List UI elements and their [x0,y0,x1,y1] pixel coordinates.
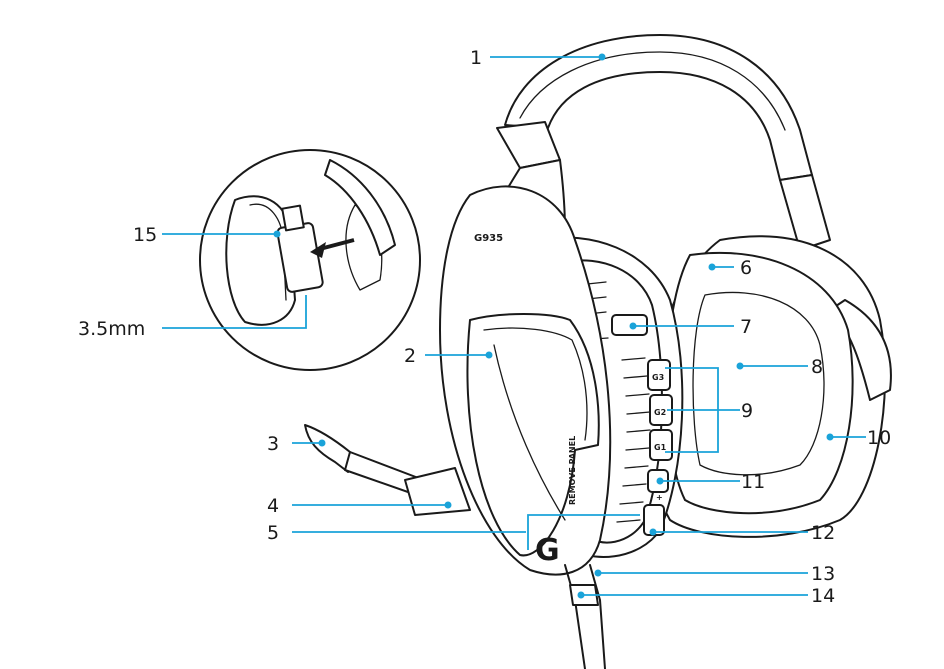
outer-shell: G935 REMOVE PANEL G [439,185,612,576]
callout-9: 9 [741,400,753,422]
right-earcup [650,235,892,538]
inset-circle [199,149,421,371]
callout-labels: 1 2 3 4 5 6 7 8 9 10 11 12 13 14 15 3.5m… [78,47,891,607]
volume-plus-label: + [656,493,663,502]
callout-10: 10 [867,427,891,449]
callout-14: 14 [811,585,835,607]
g1-label: G1 [654,443,667,452]
callout-13: 13 [811,563,835,585]
g3-button[interactable] [647,359,671,391]
callout-8: 8 [811,356,823,378]
remove-panel-text: REMOVE PANEL [568,436,577,505]
callout-4: 4 [267,495,279,517]
callout-3: 3 [267,433,279,455]
callout-5: 5 [267,522,279,544]
cable [564,564,606,669]
callout-12: 12 [811,522,835,544]
callout-15: 15 [133,224,157,246]
callout-3-5mm: 3.5mm [78,318,145,340]
speaker-panel[interactable] [466,313,600,557]
callout-1: 1 [470,47,482,69]
microphone [304,424,471,516]
callout-2: 2 [404,345,416,367]
callout-7: 7 [740,316,752,338]
callout-11: 11 [741,471,765,493]
model-badge: G935 [474,233,503,244]
mic-boom[interactable] [404,467,471,516]
g-logo: G [535,533,560,568]
callout-leaders [162,53,866,599]
callout-6: 6 [740,257,752,279]
g3-label: G3 [652,373,664,382]
mic-mute-button[interactable] [611,314,648,336]
g2-label: G2 [654,408,666,417]
